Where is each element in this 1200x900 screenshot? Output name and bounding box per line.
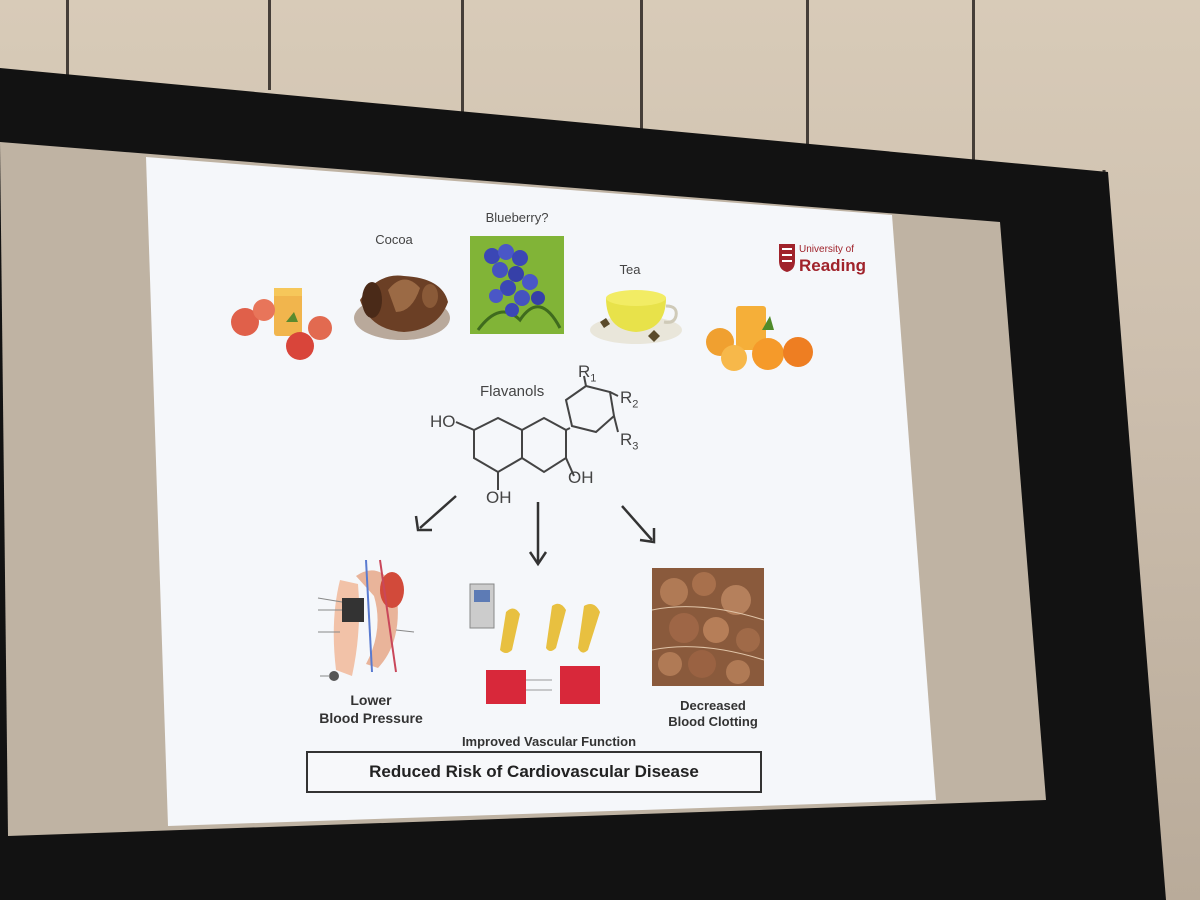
apple-juice-image	[231, 288, 332, 360]
label-cocoa: Cocoa	[375, 232, 413, 247]
tea-image	[590, 290, 682, 344]
university-logo: University of Reading	[778, 243, 870, 279]
outcome-blood-clotting: Decreased Blood Clotting	[668, 698, 758, 730]
logo-line-1: University of	[799, 244, 855, 255]
blood-pressure-illustration	[317, 559, 415, 681]
wall-seam	[972, 0, 975, 170]
arrows	[414, 495, 656, 567]
r1-label: R1	[578, 362, 597, 385]
wall-seam	[461, 0, 464, 120]
r2-label: R2	[620, 388, 639, 411]
outcome-blood-pressure: Lower Blood Pressure	[319, 692, 423, 726]
cocoa-image	[354, 275, 450, 340]
wall-seam	[640, 0, 643, 140]
r3-label: R3	[620, 430, 639, 453]
blueberry-image	[470, 236, 564, 334]
oh-bottom-label: OH	[486, 488, 512, 507]
ho-label: HO	[430, 412, 456, 431]
label-tea: Tea	[619, 262, 641, 277]
orange-juice-image	[706, 306, 813, 371]
wall-seam	[268, 0, 271, 90]
crest-icon	[779, 244, 795, 272]
label-blueberry: Blueberry?	[485, 210, 549, 225]
vascular-function-illustration	[469, 583, 600, 704]
blood-clotting-image	[651, 568, 765, 686]
outcome-vascular-function: Improved Vascular Function	[461, 734, 637, 749]
oh-right-label: OH	[568, 468, 594, 487]
conclusion-box: Reduced Risk of Cardiovascular Disease	[306, 751, 762, 793]
molecule-name: Flavanols	[480, 383, 545, 400]
wall-seam	[806, 0, 809, 150]
logo-line-2: Reading	[799, 256, 867, 275]
